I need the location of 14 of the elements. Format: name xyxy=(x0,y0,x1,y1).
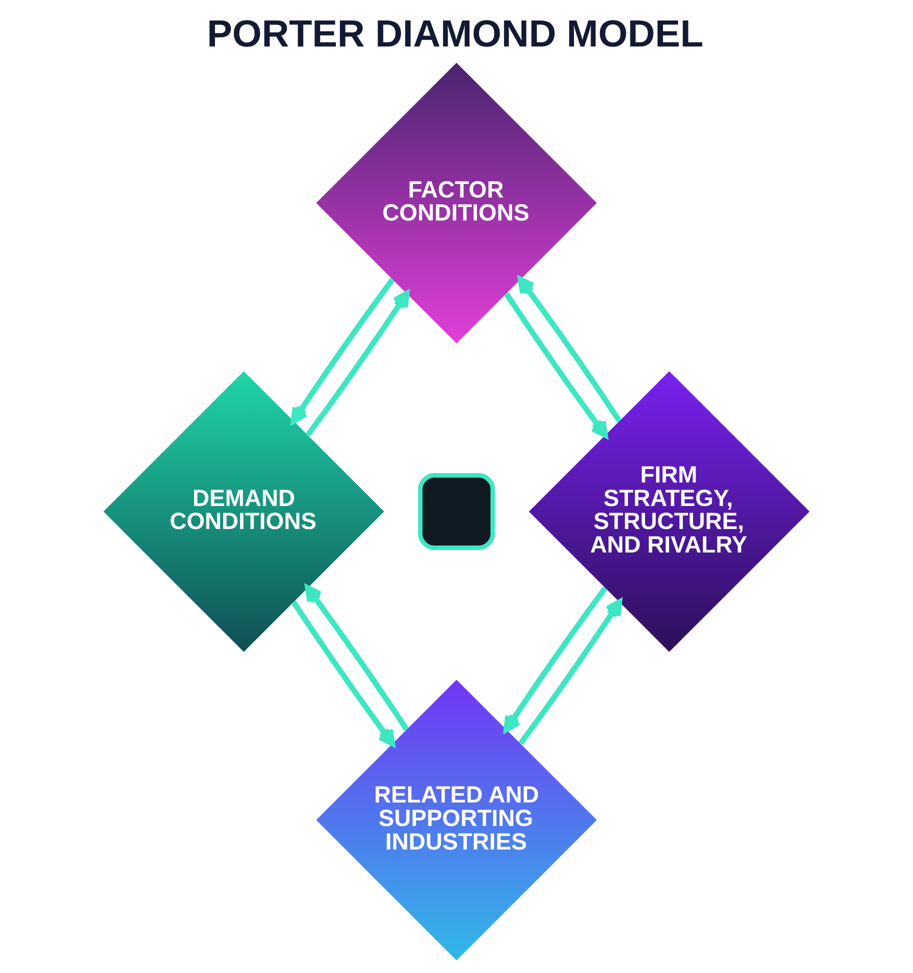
arrow xyxy=(290,278,395,424)
node-diamond: FACTOR CONDITIONS xyxy=(316,62,597,344)
arrow xyxy=(518,276,622,423)
arrow xyxy=(518,599,622,746)
node-box xyxy=(418,473,495,550)
arrow xyxy=(504,292,608,438)
arrow xyxy=(291,600,396,746)
node-diamond: RELATED AND SUPPORTING INDUSTRIES xyxy=(316,680,597,960)
arrow xyxy=(306,290,410,437)
arrow xyxy=(504,586,608,732)
node-diamond: DEMAND CONDITIONS xyxy=(103,371,384,652)
node-diamond: FIRM STRATEGY, STRUCTURE, AND RIVALRY xyxy=(528,371,810,652)
arrow xyxy=(305,585,409,732)
diagram-title: PORTER DIAMOND MODEL xyxy=(207,13,704,56)
